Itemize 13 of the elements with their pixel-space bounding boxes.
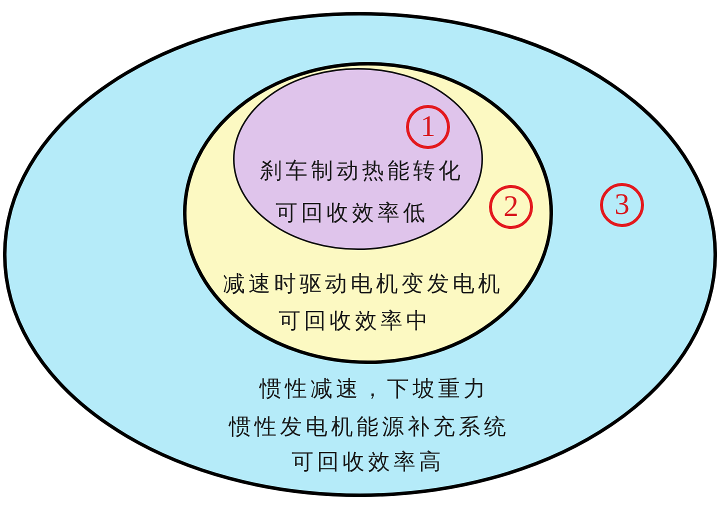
- region-text: 惯性发电机能源补充系统: [228, 414, 510, 442]
- region-text: 可回收效率高: [292, 450, 444, 476]
- ellipse-region: [3, 12, 717, 497]
- callout-number: 1: [406, 105, 450, 149]
- callout-number: 3: [600, 183, 644, 227]
- region-text: 可回收效率低: [276, 200, 428, 228]
- ellipse-region: [183, 62, 553, 364]
- callout-number: 2: [489, 185, 533, 229]
- region-text: 刹车制动热能转化: [260, 158, 464, 186]
- region-text: 惯性减速，下坡重力: [259, 376, 489, 404]
- ellipse-region: [233, 68, 483, 250]
- region-text: 可回收效率中: [278, 308, 432, 336]
- region-text: 减速时驱动电机变发电机: [222, 272, 504, 298]
